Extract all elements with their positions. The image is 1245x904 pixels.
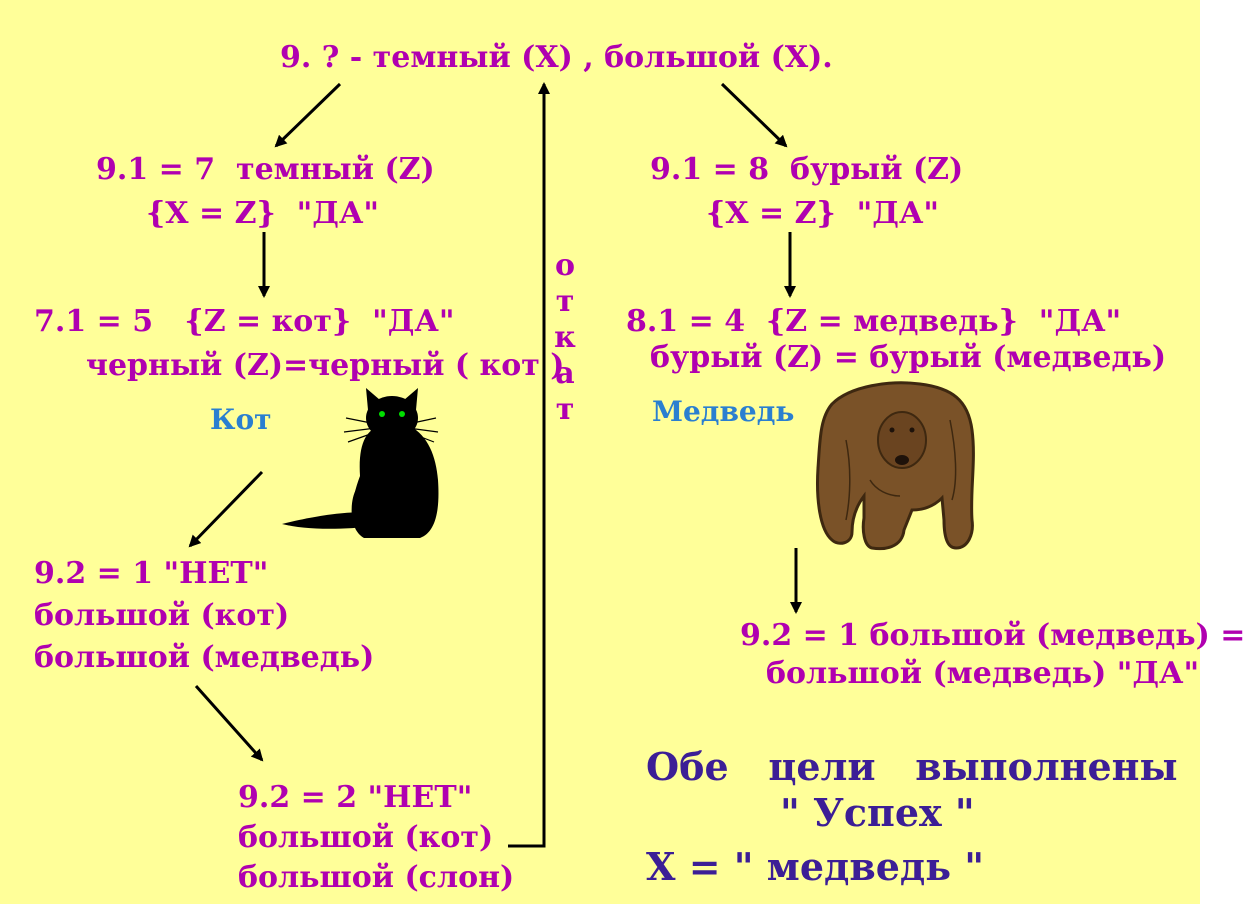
arrow-cat-to-left-step3 [188, 470, 264, 548]
left-step4-line3: большой (слон) [238, 860, 515, 895]
backtrack-letter: а [555, 356, 575, 391]
result-line1: Обе цели выполнены [646, 744, 1178, 789]
goal-text: 9. ? - темный (X) , большой (X). [280, 40, 833, 75]
cat-illustration [282, 388, 439, 538]
diagram-graphics [188, 82, 975, 848]
backtrack-letter: к [554, 320, 576, 355]
backtrack-arrow [508, 82, 550, 848]
left-step2-line1: 7.1 = 5 {Z = кот} "ДА" [34, 304, 455, 339]
backtrack-letter: т [555, 392, 575, 427]
right-step1-line2: {X = Z} "ДА" [706, 196, 940, 231]
backtrack-letter: о [554, 248, 575, 283]
left-step4-line2: большой (кот) [238, 820, 494, 855]
right-step2-line2: бурый (Z) = бурый (медведь) [650, 340, 1167, 375]
right-step3-line1: 9.2 = 1 большой (медведь) = [740, 618, 1245, 653]
backtrack-letter: т [555, 284, 575, 319]
cat-label: Кот [210, 403, 272, 436]
arrow-goal-to-left [274, 82, 342, 148]
right-step1-line1: 9.1 = 8 бурый (Z) [650, 152, 964, 187]
backtrack-label: о т к а т [550, 248, 580, 428]
left-step3-line3: большой (медведь) [34, 640, 375, 675]
bear-label: Медведь [652, 395, 795, 428]
result-line2: " Успех " [780, 790, 975, 835]
right-step2-line1: 8.1 = 4 {Z = медведь} "ДА" [626, 304, 1122, 339]
left-step1-line1: 9.1 = 7 темный (Z) [96, 152, 435, 187]
result-line3: X = " медведь " [646, 844, 985, 889]
bear-illustration [816, 381, 975, 551]
left-step3-line1: 9.2 = 1 "НЕТ" [34, 556, 269, 591]
arrow-left-step3-to-step4 [194, 685, 264, 762]
right-step3-line2: большой (медведь) "ДА" [766, 656, 1200, 691]
left-step3-line2: большой (кот) [34, 598, 290, 633]
left-step4-line1: 9.2 = 2 "НЕТ" [238, 780, 473, 815]
arrow-goal-to-right [720, 82, 788, 148]
left-step1-line2: {X = Z} "ДА" [146, 196, 380, 231]
left-step2-line2: черный (Z)=черный ( кот ) [86, 348, 565, 383]
